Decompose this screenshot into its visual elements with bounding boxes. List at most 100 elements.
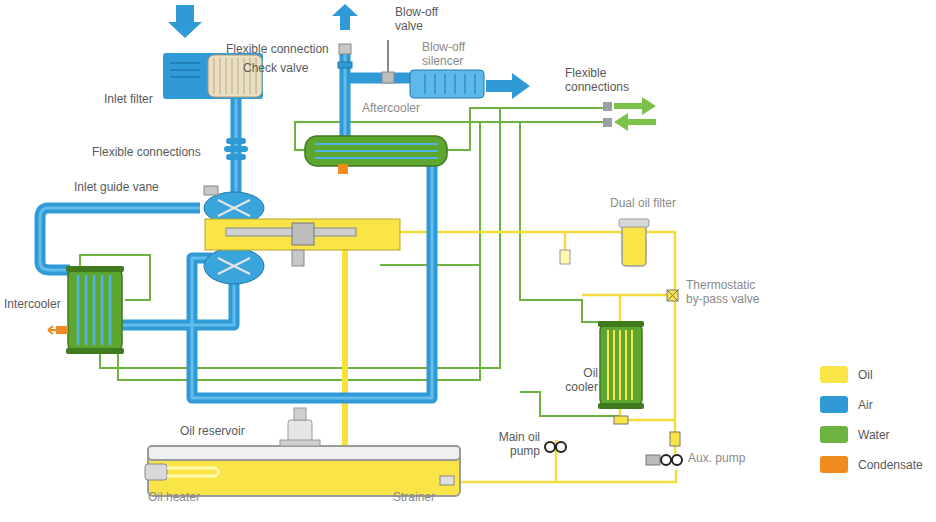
legend-swatch bbox=[820, 396, 848, 413]
oil-return-pipe bbox=[342, 250, 348, 452]
legend-swatch bbox=[820, 426, 848, 443]
illustration-rect bbox=[382, 72, 394, 83]
illustration-circle bbox=[545, 442, 555, 452]
part-label: Thermostatic by-pass valve bbox=[686, 278, 768, 306]
illustration-path bbox=[167, 468, 219, 476]
illustration-path bbox=[168, 5, 202, 38]
legend-text: Oil bbox=[858, 368, 873, 382]
water-lines bbox=[80, 108, 620, 416]
illustration-rect bbox=[56, 326, 68, 334]
part-label: Intercooler bbox=[4, 297, 61, 311]
illustration-path bbox=[614, 97, 656, 115]
air-pipes bbox=[40, 50, 432, 398]
legend-row: Condensate bbox=[820, 456, 923, 473]
illustration-path bbox=[667, 290, 678, 301]
illustration-rect bbox=[224, 146, 248, 152]
illustration-path bbox=[315, 144, 438, 158]
part-label: Oil reservoir bbox=[180, 424, 245, 438]
part-label: Inlet guide vane bbox=[74, 180, 159, 194]
illustration-path bbox=[170, 63, 200, 77]
illustration-rect bbox=[280, 440, 320, 446]
illustration-path bbox=[40, 208, 200, 270]
oil-reservoir bbox=[145, 408, 460, 496]
legend-swatch bbox=[820, 456, 848, 473]
water-connection-arrows bbox=[603, 97, 656, 131]
illustration-path bbox=[218, 258, 250, 274]
illustration-rect bbox=[670, 432, 680, 446]
part-label: Strainer bbox=[393, 490, 435, 504]
part-label: Oil heater bbox=[148, 490, 200, 504]
illustration-rect bbox=[600, 323, 642, 407]
part-label: Flexible connection bbox=[226, 42, 329, 56]
illustration-path bbox=[608, 330, 632, 400]
part-label: Oil cooler bbox=[556, 366, 598, 394]
part-label: Flexible connections bbox=[92, 145, 201, 159]
illustration-path bbox=[619, 295, 622, 325]
illustration-path bbox=[48, 326, 56, 334]
illustration-path bbox=[445, 108, 605, 150]
illustration-path bbox=[425, 74, 475, 94]
illustration-rect bbox=[614, 416, 628, 424]
illustration-rect bbox=[560, 250, 570, 264]
legend-row: Water bbox=[820, 426, 890, 443]
part-label: Check valve bbox=[243, 61, 308, 75]
air-pipe-highlight bbox=[40, 50, 432, 398]
illustration-rect bbox=[148, 446, 460, 496]
illustration-rect bbox=[339, 44, 351, 54]
part-label: Dual oil filter bbox=[610, 196, 676, 210]
illustration-rect bbox=[622, 222, 646, 266]
illustration-path bbox=[345, 73, 412, 84]
illustration-path bbox=[192, 158, 432, 398]
oil-components bbox=[545, 219, 682, 465]
illustration-rect bbox=[205, 219, 400, 250]
legend-text: Water bbox=[858, 428, 890, 442]
illustration-rect bbox=[338, 164, 348, 174]
illustration-rect bbox=[226, 228, 356, 236]
illustration-ellipse bbox=[204, 248, 264, 284]
illustration-rect bbox=[68, 268, 122, 352]
illustration-path bbox=[582, 294, 675, 297]
illustration-rect bbox=[292, 250, 304, 266]
illustration-path bbox=[332, 4, 358, 30]
illustration-rect bbox=[292, 223, 314, 245]
illustration-rect bbox=[66, 348, 124, 354]
part-label: Flexible connections bbox=[565, 66, 643, 94]
illustration-path bbox=[218, 200, 250, 216]
part-label: Blow-off valve bbox=[395, 5, 450, 33]
compressor bbox=[204, 186, 400, 284]
discharge-components bbox=[332, 4, 530, 99]
illustration-path bbox=[387, 40, 389, 72]
illustration-rect bbox=[598, 321, 644, 327]
part-label: Blow-off silencer bbox=[422, 40, 477, 68]
illustration-path bbox=[192, 158, 432, 398]
part-label: Aftercooler bbox=[362, 101, 420, 115]
illustration-rect bbox=[204, 186, 218, 195]
illustration-rect bbox=[646, 455, 660, 465]
illustration-path bbox=[614, 113, 656, 131]
oil-lines bbox=[400, 222, 676, 482]
legend-swatch bbox=[820, 366, 848, 383]
illustration-rect bbox=[226, 138, 246, 144]
legend-row: Air bbox=[820, 396, 873, 413]
illustration-rect bbox=[619, 219, 649, 227]
illustration-rect bbox=[603, 118, 612, 127]
illustration-path bbox=[486, 73, 530, 99]
illustration-path bbox=[520, 122, 605, 322]
legend-text: Condensate bbox=[858, 458, 923, 472]
illustration-rect bbox=[288, 420, 312, 442]
aftercooler bbox=[305, 136, 447, 174]
illustration-rect bbox=[440, 476, 454, 485]
illustration-path bbox=[120, 280, 234, 325]
illustration-rect bbox=[305, 136, 447, 166]
illustration-rect bbox=[226, 154, 246, 160]
illustration-rect bbox=[148, 446, 460, 460]
part-label: Aux. pump bbox=[688, 451, 745, 465]
illustration-g bbox=[608, 330, 632, 400]
illustration-rect bbox=[145, 464, 167, 480]
illustration-path bbox=[78, 275, 110, 345]
part-label: Main oil pump bbox=[488, 430, 540, 458]
legend-row: Oil bbox=[820, 366, 873, 383]
illustration-rect bbox=[667, 290, 678, 301]
illustration-rect bbox=[598, 403, 644, 409]
